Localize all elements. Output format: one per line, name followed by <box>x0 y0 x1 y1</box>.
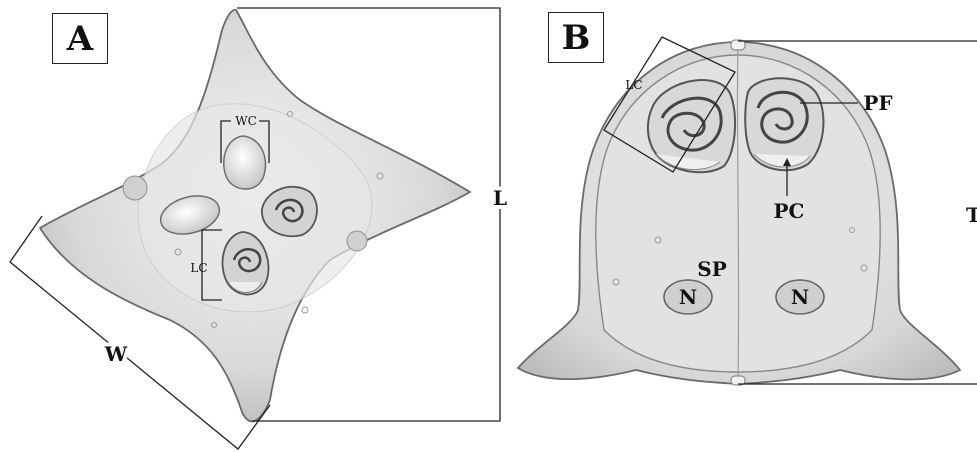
label-b-pf: PF <box>863 91 892 115</box>
label-a-width: W <box>104 342 128 366</box>
label-b-t: T <box>966 203 977 227</box>
panel-a-specimen <box>10 8 500 449</box>
label-a-wc: WC <box>235 114 257 128</box>
label-b-sp: SP <box>697 257 726 281</box>
panel-b-specimen <box>518 37 977 385</box>
label-b-n-right: N <box>791 285 809 309</box>
label-b-lc: LC <box>625 78 642 92</box>
label-b-n-left: N <box>679 285 697 309</box>
label-a-lc: LC <box>190 261 207 275</box>
label-a-length: L <box>493 186 507 210</box>
label-b-pc: PC <box>774 199 805 223</box>
